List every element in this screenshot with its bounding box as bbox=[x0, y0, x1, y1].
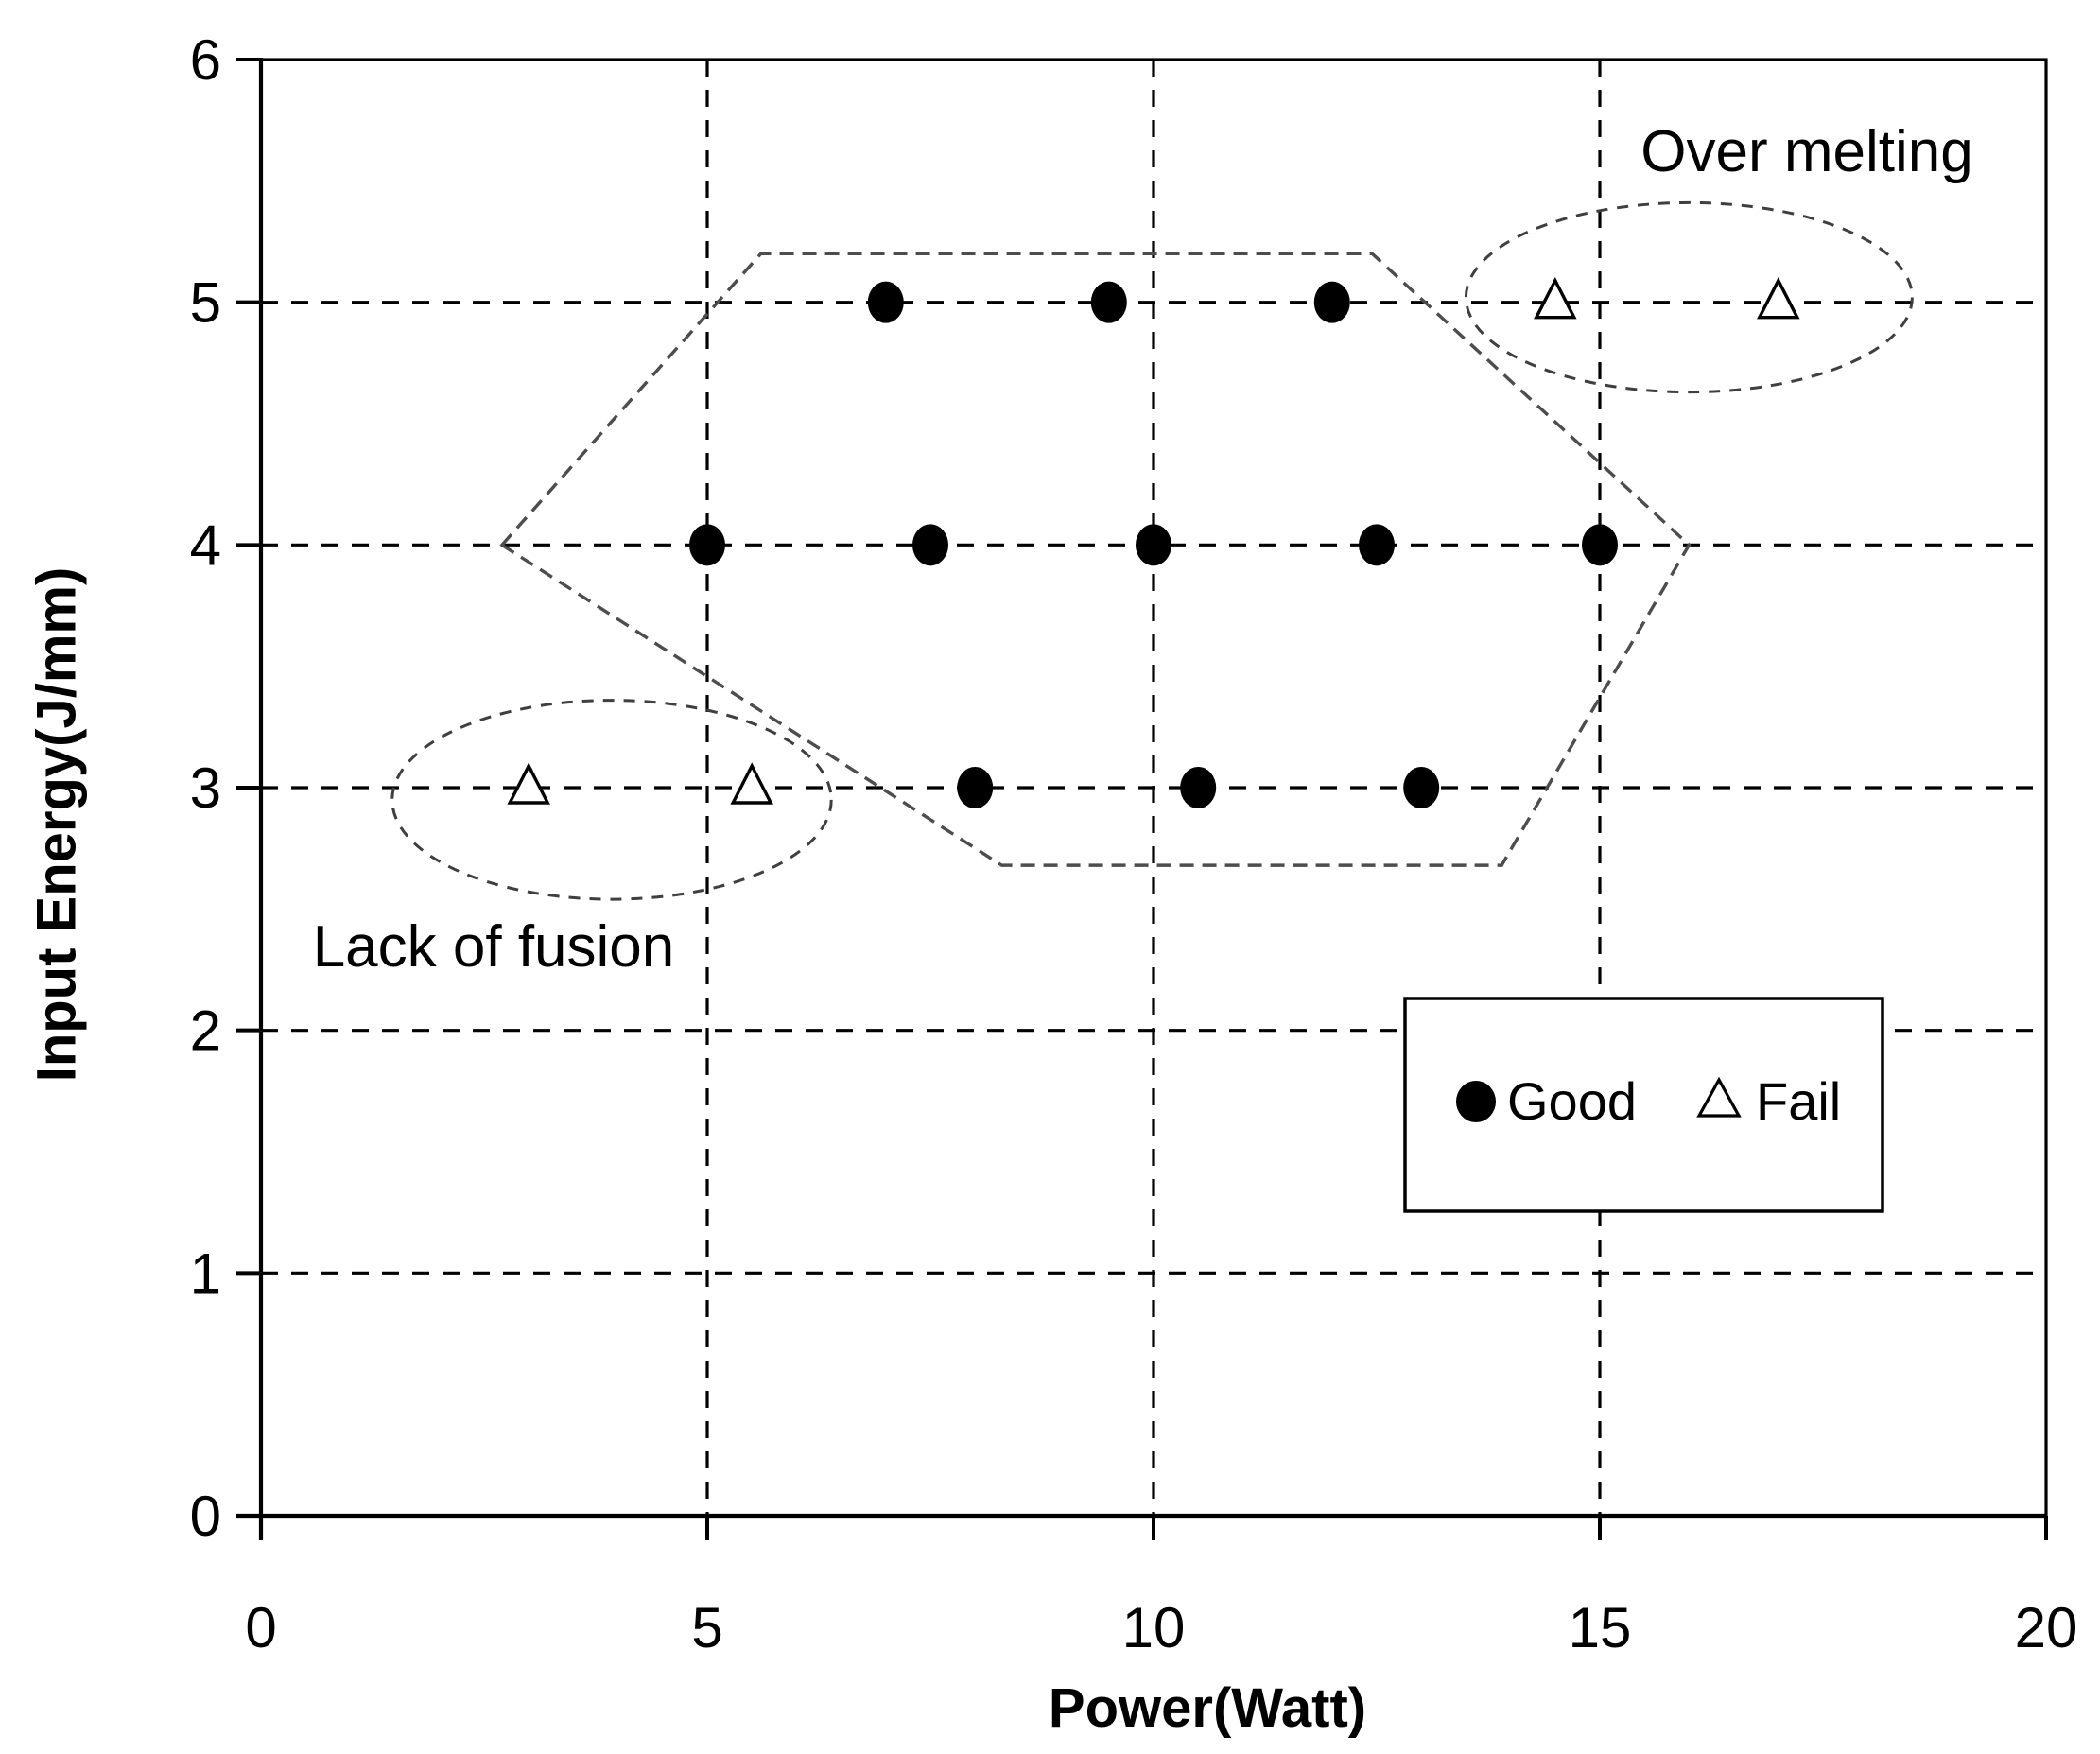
good-point-5-4 bbox=[689, 524, 725, 566]
plot-frame bbox=[236, 58, 2048, 1540]
good-point-13-3 bbox=[1403, 767, 1440, 808]
legend: Good Fail bbox=[1403, 997, 1884, 1213]
y-tick-label-3: 3 bbox=[190, 756, 221, 820]
good-point-15-4 bbox=[1582, 524, 1618, 566]
legend-good-label: Good bbox=[1507, 1071, 1637, 1131]
good-point-9.5-5 bbox=[1090, 281, 1127, 323]
x-tick-label-20: 20 bbox=[2015, 1596, 2078, 1659]
x-tick-label-10: 10 bbox=[1122, 1596, 1186, 1659]
good-point-7-5 bbox=[867, 281, 904, 323]
fail-point-3-3 bbox=[507, 762, 550, 805]
legend-good-marker-icon bbox=[1456, 1081, 1496, 1122]
legend-fail-marker-icon bbox=[1696, 1076, 1742, 1118]
dashed-regions bbox=[390, 200, 1914, 901]
fail-point-17-5 bbox=[1757, 276, 1800, 320]
tick-labels: 0 5 10 15 20 0 1 2 3 4 5 6 bbox=[190, 28, 2078, 1659]
fail-point-14.5-5 bbox=[1534, 276, 1577, 320]
process-window-outline bbox=[499, 252, 1692, 867]
x-axis-title: Power(Watt) bbox=[1049, 1677, 1366, 1739]
y-tick-label-2: 2 bbox=[190, 999, 221, 1063]
x-tick-label-15: 15 bbox=[1569, 1596, 1632, 1659]
y-tick-label-0: 0 bbox=[190, 1485, 221, 1548]
over-melting-ellipse bbox=[1464, 200, 1914, 394]
y-axis-title: Input Energy(J/mm) bbox=[26, 567, 87, 1083]
y-tick-label-5: 5 bbox=[190, 271, 221, 335]
data-points bbox=[507, 276, 1800, 808]
x-tick-label-5: 5 bbox=[691, 1596, 722, 1659]
y-tick-label-6: 6 bbox=[190, 28, 221, 92]
lack-of-fusion-ellipse bbox=[390, 699, 833, 901]
axis-ticks bbox=[236, 58, 2048, 1540]
y-tick-label-1: 1 bbox=[190, 1242, 221, 1305]
good-point-10.5-3 bbox=[1180, 767, 1217, 808]
good-point-12.5-4 bbox=[1359, 524, 1395, 566]
good-point-12-5 bbox=[1313, 281, 1350, 323]
annotation-over-melting: Over melting bbox=[1640, 119, 1972, 184]
good-point-7.5-4 bbox=[912, 524, 948, 566]
legend-fail-label: Fail bbox=[1756, 1071, 1841, 1131]
fail-point-5.5-3 bbox=[730, 762, 773, 805]
annotation-lack-of-fusion: Lack of fusion bbox=[313, 914, 675, 980]
y-tick-label-4: 4 bbox=[190, 513, 221, 577]
good-point-8-3 bbox=[957, 767, 994, 808]
x-tick-label-0: 0 bbox=[245, 1596, 276, 1659]
good-point-10-4 bbox=[1136, 524, 1171, 566]
